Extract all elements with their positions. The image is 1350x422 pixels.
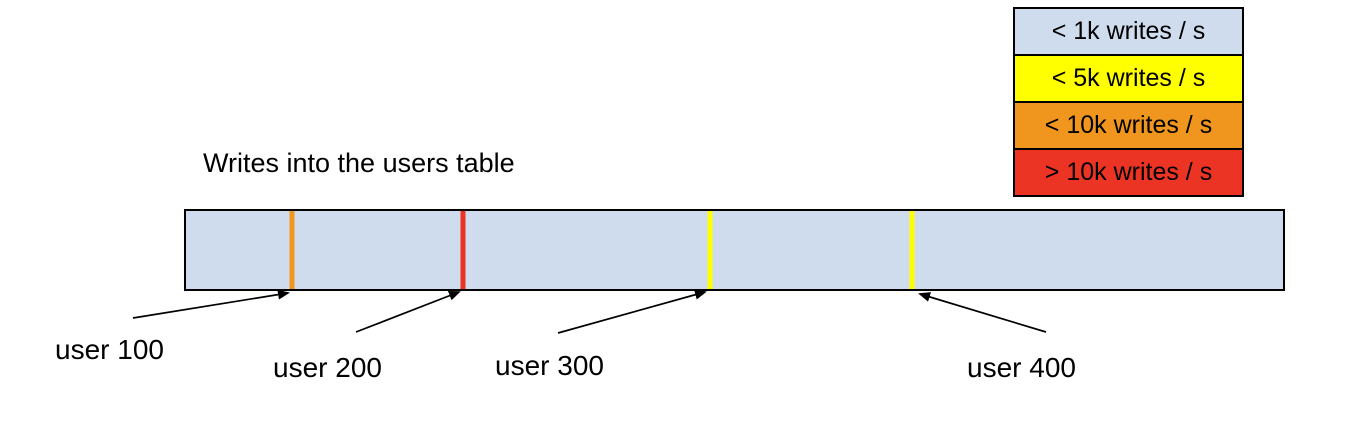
legend-item-label: < 5k writes / s xyxy=(1051,64,1206,92)
legend-item-label: < 10k writes / s xyxy=(1044,111,1213,139)
marker-user-100 xyxy=(289,211,295,289)
marker-user-400 xyxy=(909,211,915,289)
legend-item-label: < 1k writes / s xyxy=(1051,17,1206,45)
arrow-user-400 xyxy=(918,292,1047,333)
legend-item: < 5k writes / s xyxy=(1015,54,1242,101)
callout-label-user-100: user 100 xyxy=(55,334,164,365)
legend-item: < 10k writes / s xyxy=(1015,101,1242,148)
diagram-title: Writes into the users table xyxy=(203,148,515,178)
marker-user-300 xyxy=(707,211,713,289)
legend-item: < 1k writes / s xyxy=(1015,9,1242,54)
callout-label-user-300: user 300 xyxy=(495,350,604,381)
users-table-bar xyxy=(184,209,1285,291)
callout-label-user-200: user 200 xyxy=(273,352,382,383)
callout-label-user-400: user 400 xyxy=(967,352,1076,383)
arrow-user-300 xyxy=(557,289,707,334)
legend-item-label: > 10k writes / s xyxy=(1044,158,1213,186)
arrow-user-100 xyxy=(132,289,290,319)
arrow-user-200 xyxy=(355,290,461,333)
marker-user-200 xyxy=(460,211,466,289)
legend: < 1k writes / s < 5k writes / s < 10k writ… xyxy=(1013,7,1244,197)
legend-item: > 10k writes / s xyxy=(1015,148,1242,195)
